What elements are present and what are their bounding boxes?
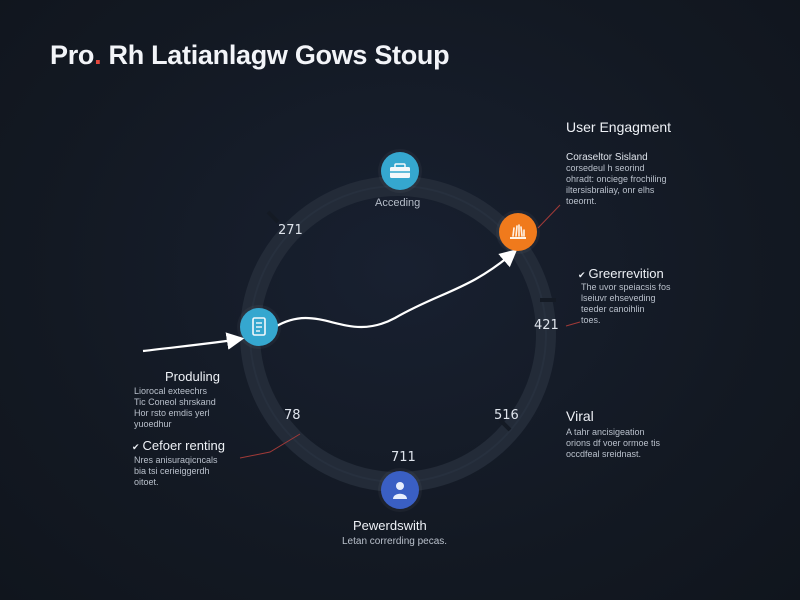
desc-line: toes. [581,315,601,325]
desc-line: orions df voer ormoe tis [566,438,661,448]
person-node[interactable] [381,471,419,509]
title-rest: Rh Latianlagw Gows Stoup [101,40,450,70]
desc-line: toeornt. [566,196,597,206]
hand-node[interactable] [499,213,537,251]
ring-gap-3 [498,418,512,432]
number-516: 516 [494,408,519,423]
callout-user-engagement-heading: User Engagment [566,119,672,135]
desc-line: corsedeul h seorind [566,163,645,173]
hand-icon [510,224,526,239]
incoming-arrow [142,332,245,353]
number-711: 711 [391,450,416,465]
desc-line: iltersisbraliay, onr elhs [566,185,655,195]
desc-line: ohradt: onciege frochiling [566,174,667,184]
desc-line: bia tsi cerieiggerdh [134,466,210,476]
callout-produling-heading: Produling [165,369,220,384]
growth-arrow [274,249,518,329]
title-text: Pro [50,40,95,70]
leader-greenrevition [565,321,581,327]
callout-greenrevition-title: Greerrevition [588,266,664,281]
desc-line: Hor rsto emdis yerl [134,408,210,418]
callout-ceforer-title: Cefoer renting [142,438,225,453]
number-421: 421 [534,318,559,333]
callout-viral-heading: Viral [566,408,594,424]
number-271: 271 [278,223,303,238]
leader-user-engagement [537,204,561,229]
node-label-top: Acceding [375,197,421,209]
title-dot: . [94,40,102,70]
desc-line: occdfeal sreidnast. [566,449,642,459]
leader-ceforer [239,433,301,459]
callout-ceforer-heading: ✔Cefoer renting [132,438,225,453]
check-icon: ✔ [132,442,140,452]
desc-line: A tahr ancisigeation [566,427,645,437]
desc-line: Liorocal exteechrs [134,386,208,396]
desc-line: teeder canoihlin [581,304,645,314]
desc-line: oitoet. [134,477,159,487]
person-icon [393,482,407,499]
document-icon [252,317,266,336]
desc-line: lseiuvr ehseveding [581,293,656,303]
callout-user-engagement-subheading: Coraseltor Sisland [566,152,648,163]
toolbox-icon [390,163,410,178]
desc-line: Tic Coneol shrskand [134,397,216,407]
number-78: 78 [284,408,301,423]
callout-greenrevition-heading: ✔Greerrevition [578,266,664,281]
toolbox-node[interactable] [381,152,419,190]
ring-gap-1 [266,210,280,224]
document-node[interactable] [240,308,278,346]
desc-line: Nres anisuraqicncals [134,455,218,465]
check-icon: ✔ [578,270,586,280]
page-title: Pro. Rh Latianlagw Gows Stoup [50,40,450,71]
callout-bottom-heading: Pewerdswith [353,518,427,533]
callout-bottom-desc: Letan correrding pecas. [342,536,448,547]
desc-line: yuoedhur [134,419,172,429]
desc-line: The uvor speiacsis fos [581,282,671,292]
